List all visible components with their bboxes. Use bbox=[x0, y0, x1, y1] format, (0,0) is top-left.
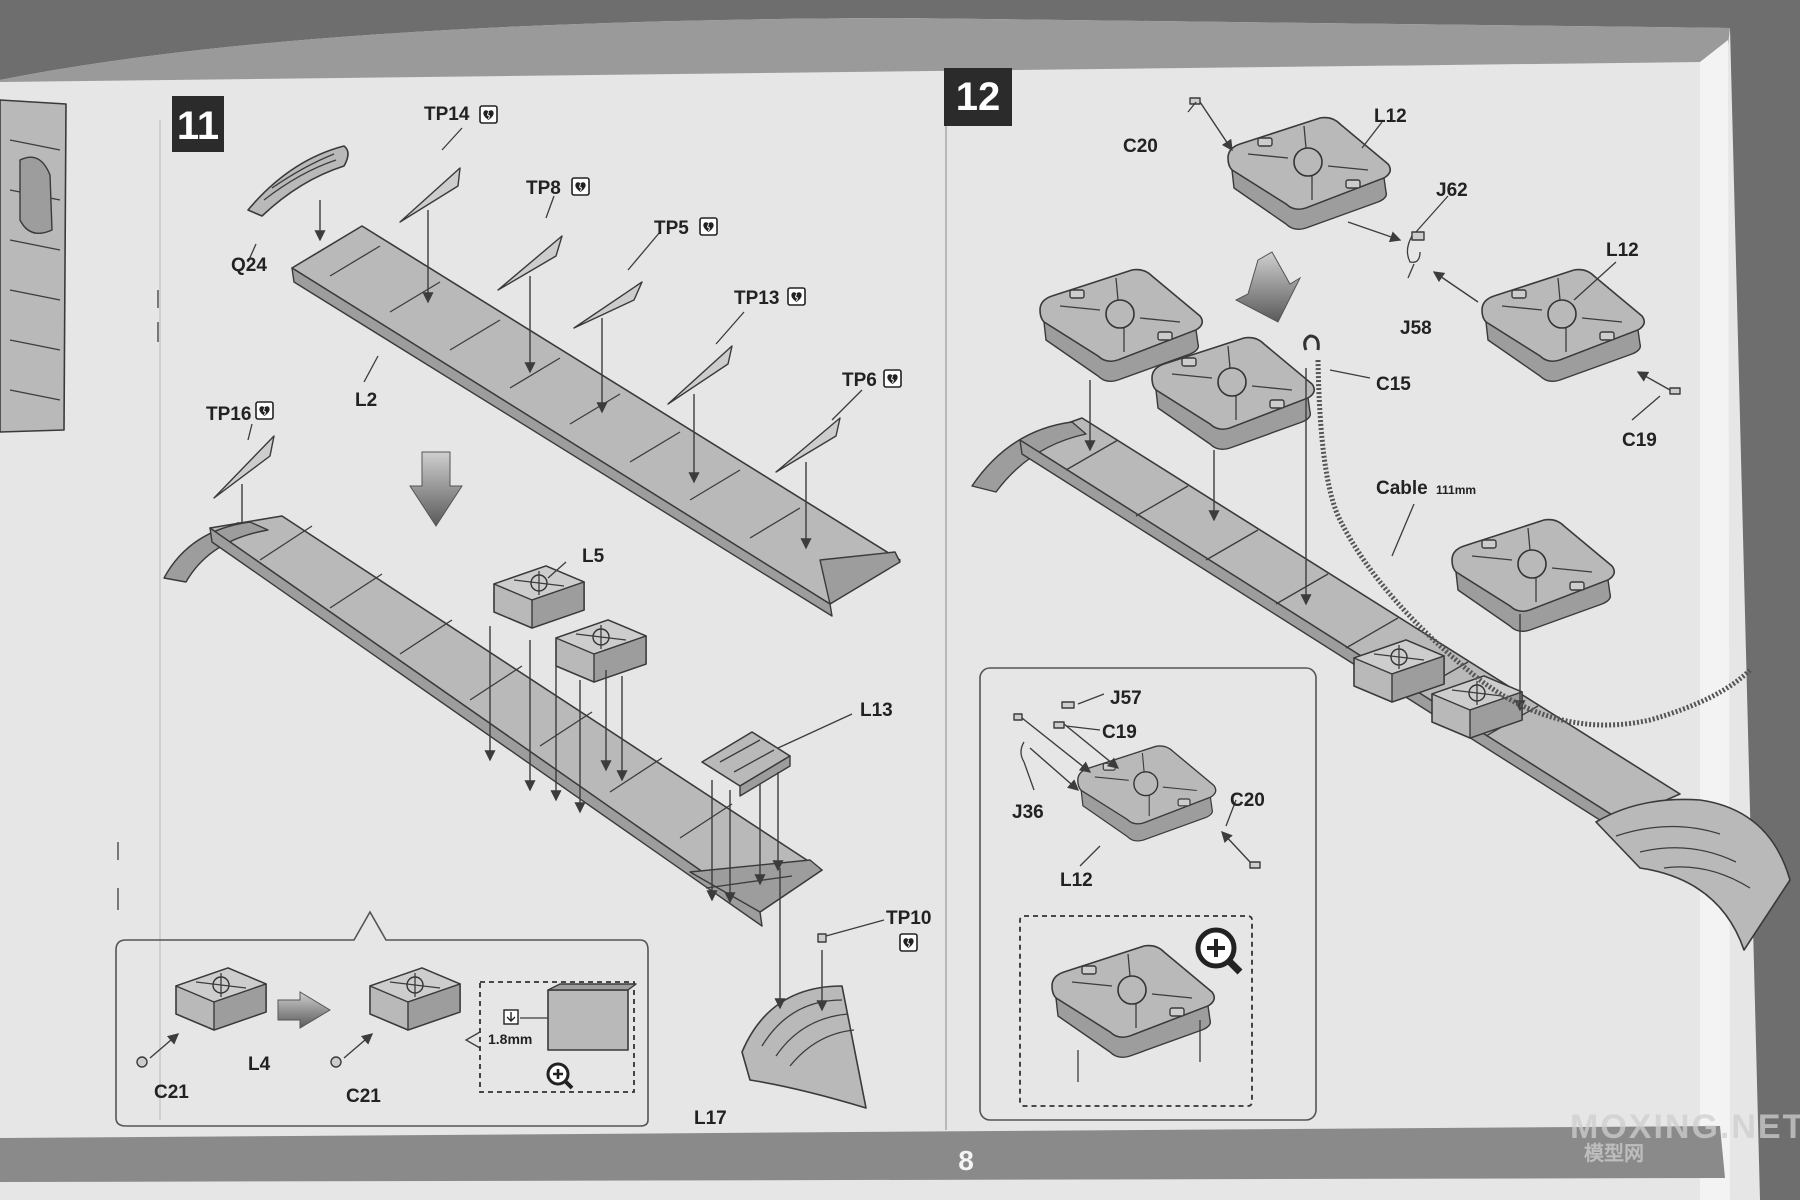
part-c21-right bbox=[330, 1056, 342, 1068]
label-tp6: TP6 bbox=[842, 370, 877, 391]
label-cable: Cable bbox=[1376, 478, 1428, 499]
part-c19-right bbox=[1669, 387, 1681, 395]
label-c20-inset: C20 bbox=[1230, 790, 1265, 811]
label-tp13: TP13 bbox=[734, 288, 779, 309]
label-q24: Q24 bbox=[231, 255, 267, 276]
step-11: 11 bbox=[115, 96, 931, 1129]
assembly-down-arrow-icon bbox=[1234, 251, 1302, 323]
label-cable-length: 111mm bbox=[1436, 483, 1476, 497]
part-l17 bbox=[741, 985, 867, 1109]
staple-marks bbox=[117, 290, 159, 910]
part-c19-inset bbox=[1053, 721, 1065, 729]
step-12-badge bbox=[944, 68, 1012, 126]
assembly-down-arrow-icon bbox=[409, 451, 463, 527]
previous-step-fragment bbox=[0, 99, 67, 433]
label-j62: J62 bbox=[1436, 180, 1468, 201]
label-l2: L2 bbox=[355, 390, 377, 411]
detail-box-step12: J57 C19 J36 C20 L12 bbox=[979, 667, 1317, 1121]
label-l12-right: L12 bbox=[1606, 240, 1639, 261]
label-tp16: TP16 bbox=[206, 404, 251, 425]
page-number: 8 bbox=[958, 1145, 974, 1176]
photo-etch-heart-icon bbox=[479, 105, 498, 124]
part-j58 bbox=[1406, 235, 1421, 263]
part-q24 bbox=[247, 145, 349, 217]
watermark-latin: MOXING.NET bbox=[1570, 1108, 1800, 1146]
label-c20-top: C20 bbox=[1123, 136, 1158, 157]
part-tp6 bbox=[775, 417, 841, 473]
step-11-number: 11 bbox=[177, 104, 219, 148]
step-11-badge bbox=[172, 96, 224, 152]
label-c21-left: C21 bbox=[154, 1082, 189, 1103]
watermark-chinese: 模型网 bbox=[1584, 1141, 1644, 1165]
label-l12-top: L12 bbox=[1374, 106, 1407, 127]
part-j57 bbox=[1061, 701, 1075, 709]
part-j62 bbox=[1411, 231, 1425, 241]
label-tp5: TP5 bbox=[654, 218, 689, 239]
photo-etch-heart-icon bbox=[899, 933, 918, 952]
part-tp5 bbox=[573, 281, 643, 329]
label-tp14: TP14 bbox=[424, 104, 470, 125]
part-c21-left bbox=[136, 1056, 148, 1068]
label-j58: J58 bbox=[1400, 318, 1432, 339]
step-12: 12 bbox=[944, 68, 1791, 1121]
label-tp10: TP10 bbox=[886, 908, 931, 929]
photo-etch-heart-icon bbox=[699, 217, 718, 236]
top-band bbox=[0, 18, 1730, 82]
assembly-right-arrow-icon bbox=[277, 991, 331, 1029]
label-l5: L5 bbox=[582, 546, 605, 567]
part-c20-inset bbox=[1249, 861, 1261, 869]
part-tp8 bbox=[497, 235, 563, 291]
footer-band bbox=[0, 1126, 1725, 1182]
magnify-plus-icon bbox=[546, 1062, 574, 1090]
photo-etch-heart-icon bbox=[571, 177, 590, 196]
cable-111mm bbox=[1315, 359, 1752, 728]
page-edge bbox=[1700, 40, 1730, 1200]
zoom-detail bbox=[1019, 915, 1253, 1107]
detail-inset bbox=[479, 981, 635, 1093]
part-tp10 bbox=[817, 933, 827, 943]
label-l13: L13 bbox=[860, 700, 893, 721]
fender-assembly-lower bbox=[163, 515, 823, 927]
label-l4: L4 bbox=[248, 1054, 271, 1075]
part-c15 bbox=[1303, 334, 1320, 351]
magnify-plus-icon bbox=[1195, 927, 1243, 975]
photo-etch-heart-icon bbox=[787, 287, 806, 306]
photo-etch-heart-icon bbox=[255, 401, 274, 420]
substep-box-l4: L4 C21 C21 1.8mm bbox=[115, 910, 649, 1127]
part-tp13 bbox=[667, 345, 733, 405]
label-l12-inset: L12 bbox=[1060, 870, 1093, 891]
label-c21-right: C21 bbox=[346, 1086, 381, 1107]
label-j57: J57 bbox=[1110, 688, 1142, 709]
label-c15: C15 bbox=[1376, 374, 1411, 395]
part-tp16 bbox=[213, 435, 275, 499]
part-tp14 bbox=[399, 167, 461, 223]
part-l13 bbox=[701, 731, 791, 797]
label-l17: L17 bbox=[694, 1108, 727, 1129]
part-j36 bbox=[1020, 741, 1025, 763]
label-c19-inset: C19 bbox=[1102, 722, 1137, 743]
label-measure-1-8mm: 1.8mm bbox=[488, 1031, 532, 1047]
label-c19-right: C19 bbox=[1622, 430, 1657, 451]
step-12-number: 12 bbox=[956, 75, 1001, 119]
label-tp8: TP8 bbox=[526, 178, 561, 199]
photo-etch-heart-icon bbox=[883, 369, 902, 388]
label-j36: J36 bbox=[1012, 802, 1044, 823]
